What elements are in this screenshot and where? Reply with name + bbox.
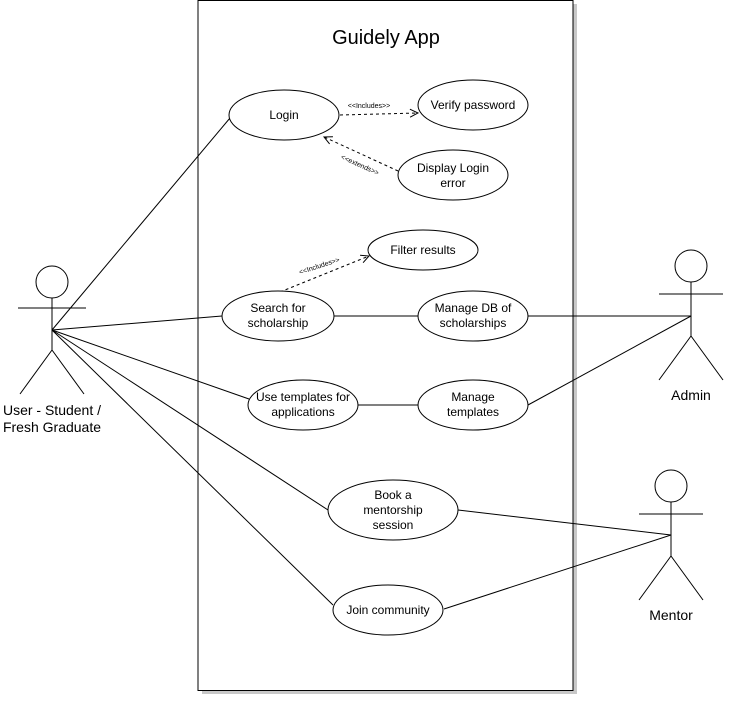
- assoc-user-templates: [51, 329, 250, 400]
- stereotype-login-includes: <<Includes>>: [348, 103, 390, 110]
- use-case-label: Manage: [451, 390, 495, 404]
- assoc-user-mentorship: [51, 329, 329, 511]
- use-case-label: Verify password: [431, 98, 516, 112]
- use-case-label: Join community: [346, 603, 429, 617]
- use-case-label: Login: [269, 108, 298, 122]
- use-case-label: Use templates for: [256, 390, 350, 404]
- assoc-admin-managetemplates: [527, 315, 692, 406]
- use-case-filter-results[interactable]: Filter results: [367, 229, 479, 271]
- actor-user[interactable]: User - Student / Fresh Graduate: [3, 265, 101, 435]
- assoc-mentor-mentorship: [457, 509, 672, 536]
- assoc-user-login: [51, 117, 231, 331]
- actor-admin[interactable]: Admin: [658, 249, 724, 403]
- use-case-label: Search for: [250, 301, 305, 315]
- use-case-login[interactable]: Login: [228, 89, 340, 141]
- include-search-filter: [279, 256, 369, 293]
- actor-head: [654, 469, 688, 503]
- actor-head: [674, 249, 708, 283]
- actor-head: [35, 265, 69, 299]
- use-case-label: scholarships: [440, 316, 507, 330]
- use-case-label: Filter results: [390, 243, 455, 257]
- use-case-use-templates[interactable]: Use templates for applications: [247, 379, 359, 431]
- use-case-display-login-error[interactable]: Display Login error: [397, 149, 509, 201]
- include-login-verify: [339, 113, 418, 115]
- use-case-manage-templates[interactable]: Manage templates: [417, 379, 529, 431]
- use-case-label: templates: [447, 405, 499, 419]
- actor-label: Mentor: [649, 607, 693, 623]
- use-case-label: Display Login: [417, 161, 489, 175]
- actor-label: Fresh Graduate: [3, 419, 101, 435]
- assoc-user-community: [51, 329, 334, 606]
- use-case-search-scholarship[interactable]: Search for scholarship: [221, 290, 335, 342]
- use-case-label: mentorship: [363, 503, 423, 517]
- actor-label: User - Student /: [3, 402, 101, 418]
- system-title: Guidely App: [332, 27, 440, 49]
- use-case-label: error: [440, 176, 465, 190]
- use-case-label: applications: [271, 405, 334, 419]
- associations: [51, 117, 692, 610]
- assoc-user-search: [51, 315, 223, 331]
- use-case-label: Book a: [374, 488, 412, 502]
- actor-label: Admin: [671, 387, 711, 403]
- use-case-book-mentorship[interactable]: Book a mentorship session: [327, 479, 459, 541]
- assoc-mentor-community: [443, 534, 672, 610]
- use-case-label: session: [373, 518, 414, 532]
- actor-mentor[interactable]: Mentor: [638, 469, 704, 623]
- use-case-manage-db[interactable]: Manage DB of scholarships: [417, 290, 529, 342]
- use-case-verify-password[interactable]: Verify password: [417, 79, 529, 131]
- use-case-label: Manage DB of: [435, 301, 512, 315]
- use-case-label: scholarship: [248, 316, 309, 330]
- use-case-join-community[interactable]: Join community: [332, 584, 444, 636]
